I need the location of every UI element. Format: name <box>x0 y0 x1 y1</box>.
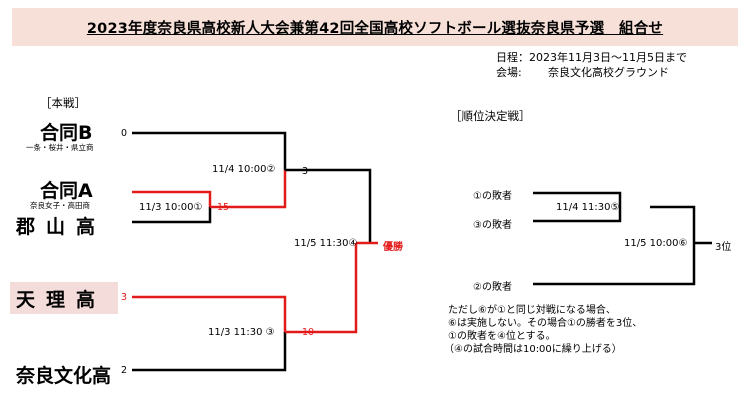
line-koriyama <box>132 207 212 224</box>
line-placement-1 <box>533 191 622 207</box>
placement-bracket-label: ［順位決定戦］ <box>450 109 531 123</box>
score-nara-bunka: 2 <box>121 365 128 376</box>
third-place-label: 3位 <box>715 242 732 253</box>
team-nara-bunka: 奈良文化高 <box>16 365 112 387</box>
placement-entry-3: ②の敗者 <box>473 282 512 293</box>
team-godo-a: 合同A <box>40 180 93 202</box>
match-5-label: 11/4 11:30⑤ <box>556 202 620 213</box>
match-6-label: 11/5 10:00⑥ <box>624 238 688 249</box>
title-banner: 2023年度奈良県高校新人大会兼第42回全国高校ソフトボール選抜奈良県予選 組合… <box>12 8 738 46</box>
line-godo-a <box>132 190 212 207</box>
team-tenri: 天理高 <box>16 289 107 311</box>
winner-label: 優勝 <box>383 242 403 253</box>
placement-entry-2: ③の敗者 <box>473 220 512 231</box>
line-m2-top <box>285 168 372 243</box>
team-koriyama: 郡山高 <box>16 216 107 238</box>
team-godo-b-members: 一条・桜井・県立商 <box>26 143 94 152</box>
page-title: 2023年度奈良県高校新人大会兼第42回全国高校ソフトボール選抜奈良県予選 組合… <box>86 20 664 37</box>
team-highlight <box>10 282 118 314</box>
line-placement-3 <box>533 207 622 223</box>
schedule-text: 日程：2023年11月3日～11月5日まで <box>496 51 687 64</box>
match-1-label: 11/3 10:00① <box>139 202 203 213</box>
note-line-1: ただし⑥が①と同じ対戦になる場合、 <box>448 305 616 316</box>
main-bracket-label: ［本戦］ <box>40 96 86 110</box>
team-godo-a-members: 奈良女子・高田商 <box>30 201 90 210</box>
venue-label: 会場: <box>496 66 522 79</box>
match-4-label: 11/5 11:30④ <box>294 238 358 249</box>
line-placement-2 <box>533 243 696 286</box>
score-godo-b: 0 <box>121 128 128 139</box>
match-2-label: 11/4 10:00② <box>212 164 276 175</box>
score-m2-top: 3 <box>302 166 309 177</box>
score-godo-a: 15 <box>217 202 230 213</box>
line-m1-winner <box>210 170 287 209</box>
venue-text: 奈良文化高校グラウンド <box>548 66 669 79</box>
score-tenri: 3 <box>121 292 128 303</box>
note-line-3: ①の敗者を④位とする。 <box>448 331 556 342</box>
line-godo-b <box>132 131 287 170</box>
match-3-label: 11/3 11:30 ③ <box>208 327 275 338</box>
line-nara-bunka <box>132 332 287 372</box>
placement-entry-1: ①の敗者 <box>473 191 512 202</box>
note-line-2: ⑥は実施しない。その場合①の勝者を3位、 <box>448 318 643 329</box>
score-m3-winner: 10 <box>302 327 315 338</box>
line-m5-out <box>650 205 696 243</box>
team-godo-b: 合同B <box>40 122 93 144</box>
line-tenri <box>132 295 287 332</box>
note-line-4: （④の試合時間は10:00に繰り上げる） <box>444 344 622 355</box>
line-m3-winner <box>285 243 358 334</box>
